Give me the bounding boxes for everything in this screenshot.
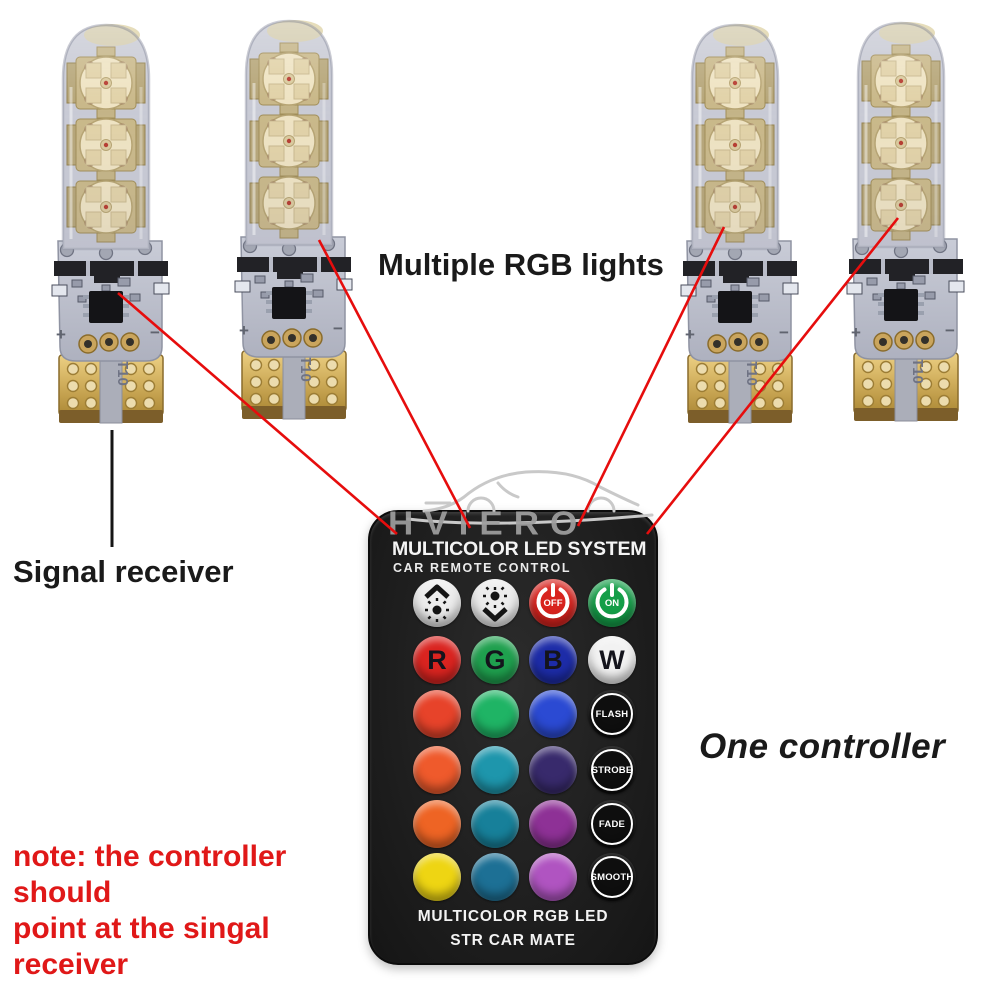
flash-mode-button: FLASH (588, 690, 636, 738)
green-channel-button: G (471, 636, 519, 684)
led-bulb-4 (845, 14, 965, 426)
white-channel-button: W (588, 636, 636, 684)
label-one-controller: One controller (699, 727, 946, 766)
color-button (413, 800, 461, 848)
led-bulb-2 (233, 12, 353, 424)
remote-title: MULTICOLOR LED SYSTEM (392, 538, 647, 560)
led-bulb-1 (50, 16, 170, 428)
fade-mode-button: FADE (588, 800, 636, 848)
power-icon (536, 583, 570, 619)
brightness-down-icon (482, 586, 508, 622)
off-button-label: OFF (543, 598, 563, 609)
power-off-button: OFF (529, 579, 577, 627)
color-button (471, 800, 519, 848)
green-button-label: G (484, 644, 506, 675)
flash-button-label: FLASH (595, 708, 629, 720)
label-multiple-rgb-lights: Multiple RGB lights (378, 247, 664, 282)
color-button (529, 853, 577, 901)
color-button (471, 690, 519, 738)
color-button (471, 853, 519, 901)
on-button-label: ON (604, 598, 620, 609)
red-button-label: R (427, 644, 447, 675)
remote-subtitle: CAR REMOTE CONTROL (393, 561, 572, 575)
blue-button-label: B (543, 644, 563, 675)
led-bulb-3 (679, 16, 799, 428)
smooth-mode-button: SMOOTH (588, 853, 636, 901)
color-button (413, 690, 461, 738)
note-line-1: note: the controller should (13, 840, 287, 909)
note-line-2: point at the singal receiver (13, 912, 270, 981)
remote-control: MULTICOLOR LED SYSTEM CAR REMOTE CONTROL (368, 510, 658, 965)
color-button (413, 746, 461, 794)
red-channel-button: R (413, 636, 461, 684)
fade-button-label: FADE (598, 818, 626, 830)
brightness-up-button (413, 579, 461, 627)
color-button (471, 746, 519, 794)
strobe-button-label: STROBE (591, 764, 633, 776)
label-signal-receiver: Signal receiver (13, 554, 234, 589)
smooth-button-label: SMOOTH (590, 871, 634, 883)
power-icon (595, 583, 629, 619)
brightness-down-button (471, 579, 519, 627)
white-button-label: W (599, 644, 625, 675)
remote-footer-line-2: STR CAR MATE (450, 932, 576, 949)
blue-channel-button: B (529, 636, 577, 684)
color-button (529, 690, 577, 738)
label-note: note: the controller should point at the… (13, 839, 383, 983)
color-button (529, 800, 577, 848)
strobe-mode-button: STROBE (588, 746, 636, 794)
color-button (529, 746, 577, 794)
brightness-up-icon (424, 584, 450, 622)
power-on-button: ON (588, 579, 636, 627)
color-button (413, 853, 461, 901)
remote-footer-line-1: MULTICOLOR RGB LED (417, 908, 609, 925)
